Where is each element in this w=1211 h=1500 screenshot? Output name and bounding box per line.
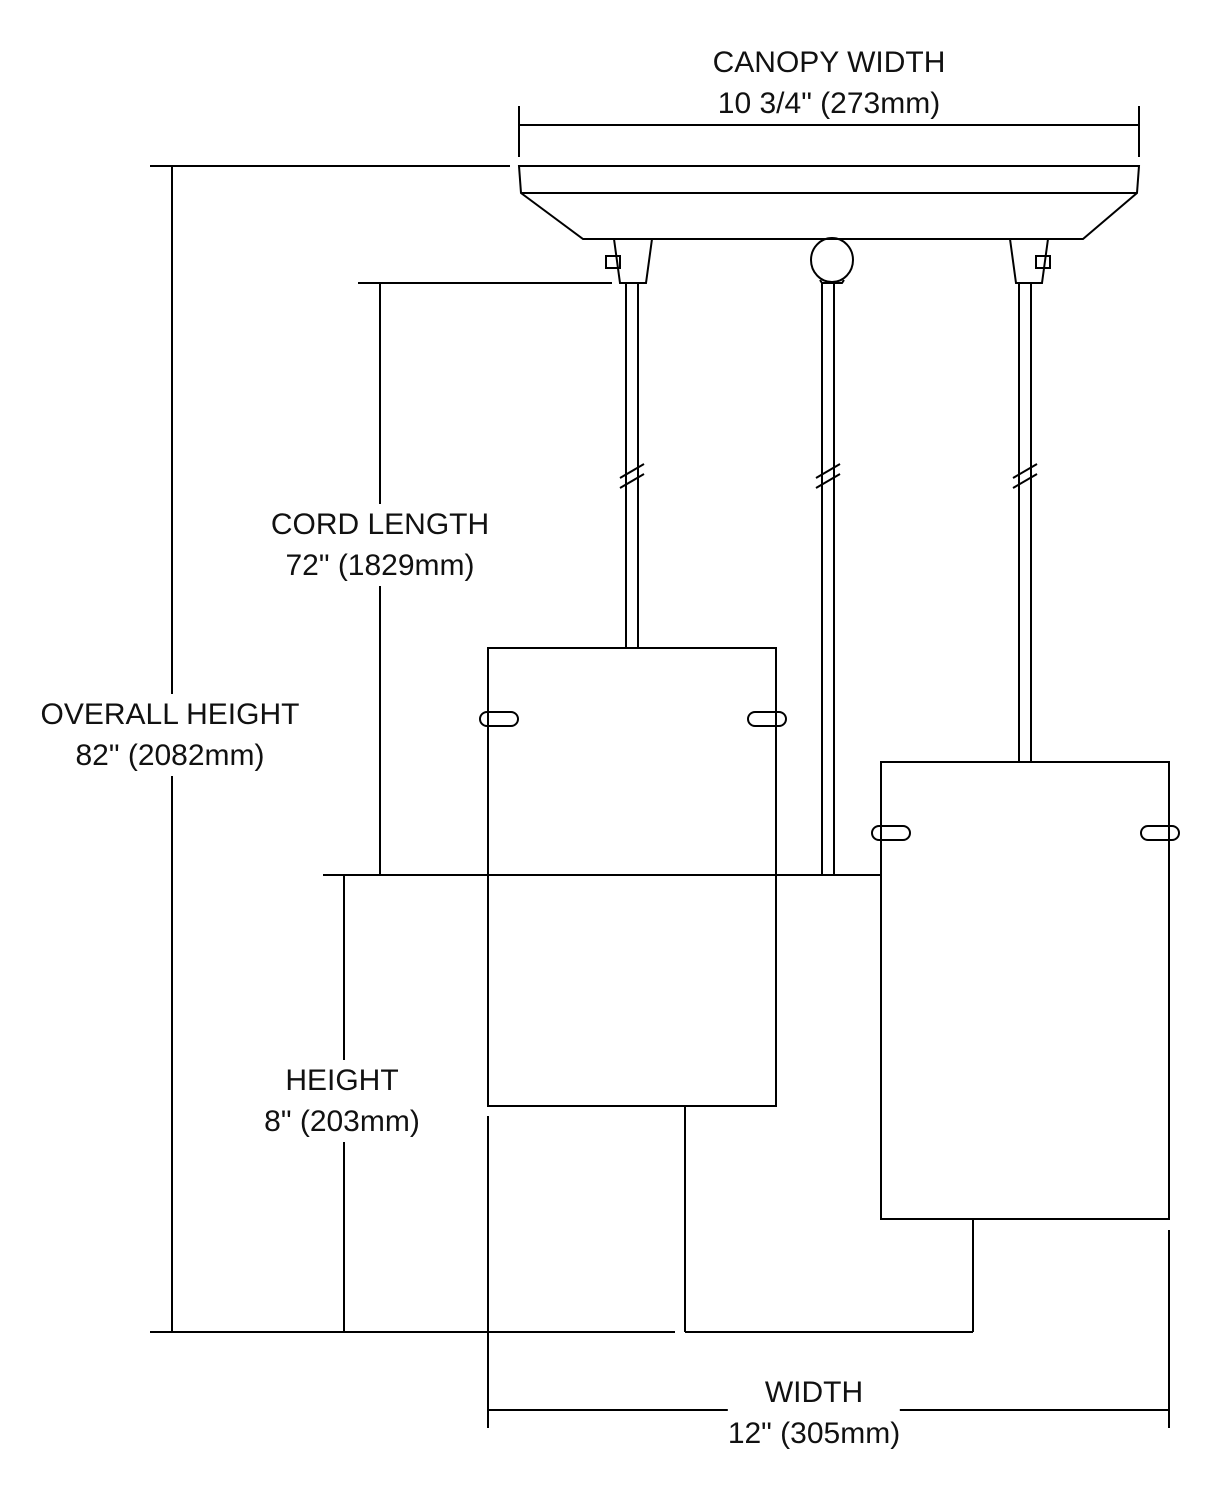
width-label: WIDTH 12" (305mm): [727, 1372, 901, 1454]
back-shade: [684, 874, 974, 1333]
canopy: [517, 165, 1141, 284]
height-value: 8" (203mm): [264, 1105, 420, 1138]
height-title: HEIGHT: [285, 1064, 399, 1097]
left-shade: [479, 647, 787, 1107]
right-shade: [871, 761, 1180, 1220]
height-label: HEIGHT 8" (203mm): [264, 1060, 420, 1142]
cord-length-title: CORD LENGTH: [270, 508, 490, 541]
overall-height-value: 82" (2082mm): [75, 739, 265, 772]
canopy-width-title: CANOPY WIDTH: [712, 46, 946, 79]
canopy-width-label: CANOPY WIDTH 10 3/4" (273mm): [712, 42, 946, 124]
cord-length-value: 72" (1829mm): [285, 549, 475, 582]
cords: [619, 283, 1038, 875]
width-value: 12" (305mm): [727, 1417, 901, 1450]
cord-length-label: CORD LENGTH 72" (1829mm): [270, 504, 490, 586]
overall-height-title: OVERALL HEIGHT: [40, 698, 300, 731]
width-title: WIDTH: [764, 1376, 864, 1409]
overall-height-label: OVERALL HEIGHT 82" (2082mm): [40, 694, 300, 776]
canopy-width-dimension-line: [518, 106, 1140, 157]
canopy-width-value: 10 3/4" (273mm): [717, 87, 941, 120]
